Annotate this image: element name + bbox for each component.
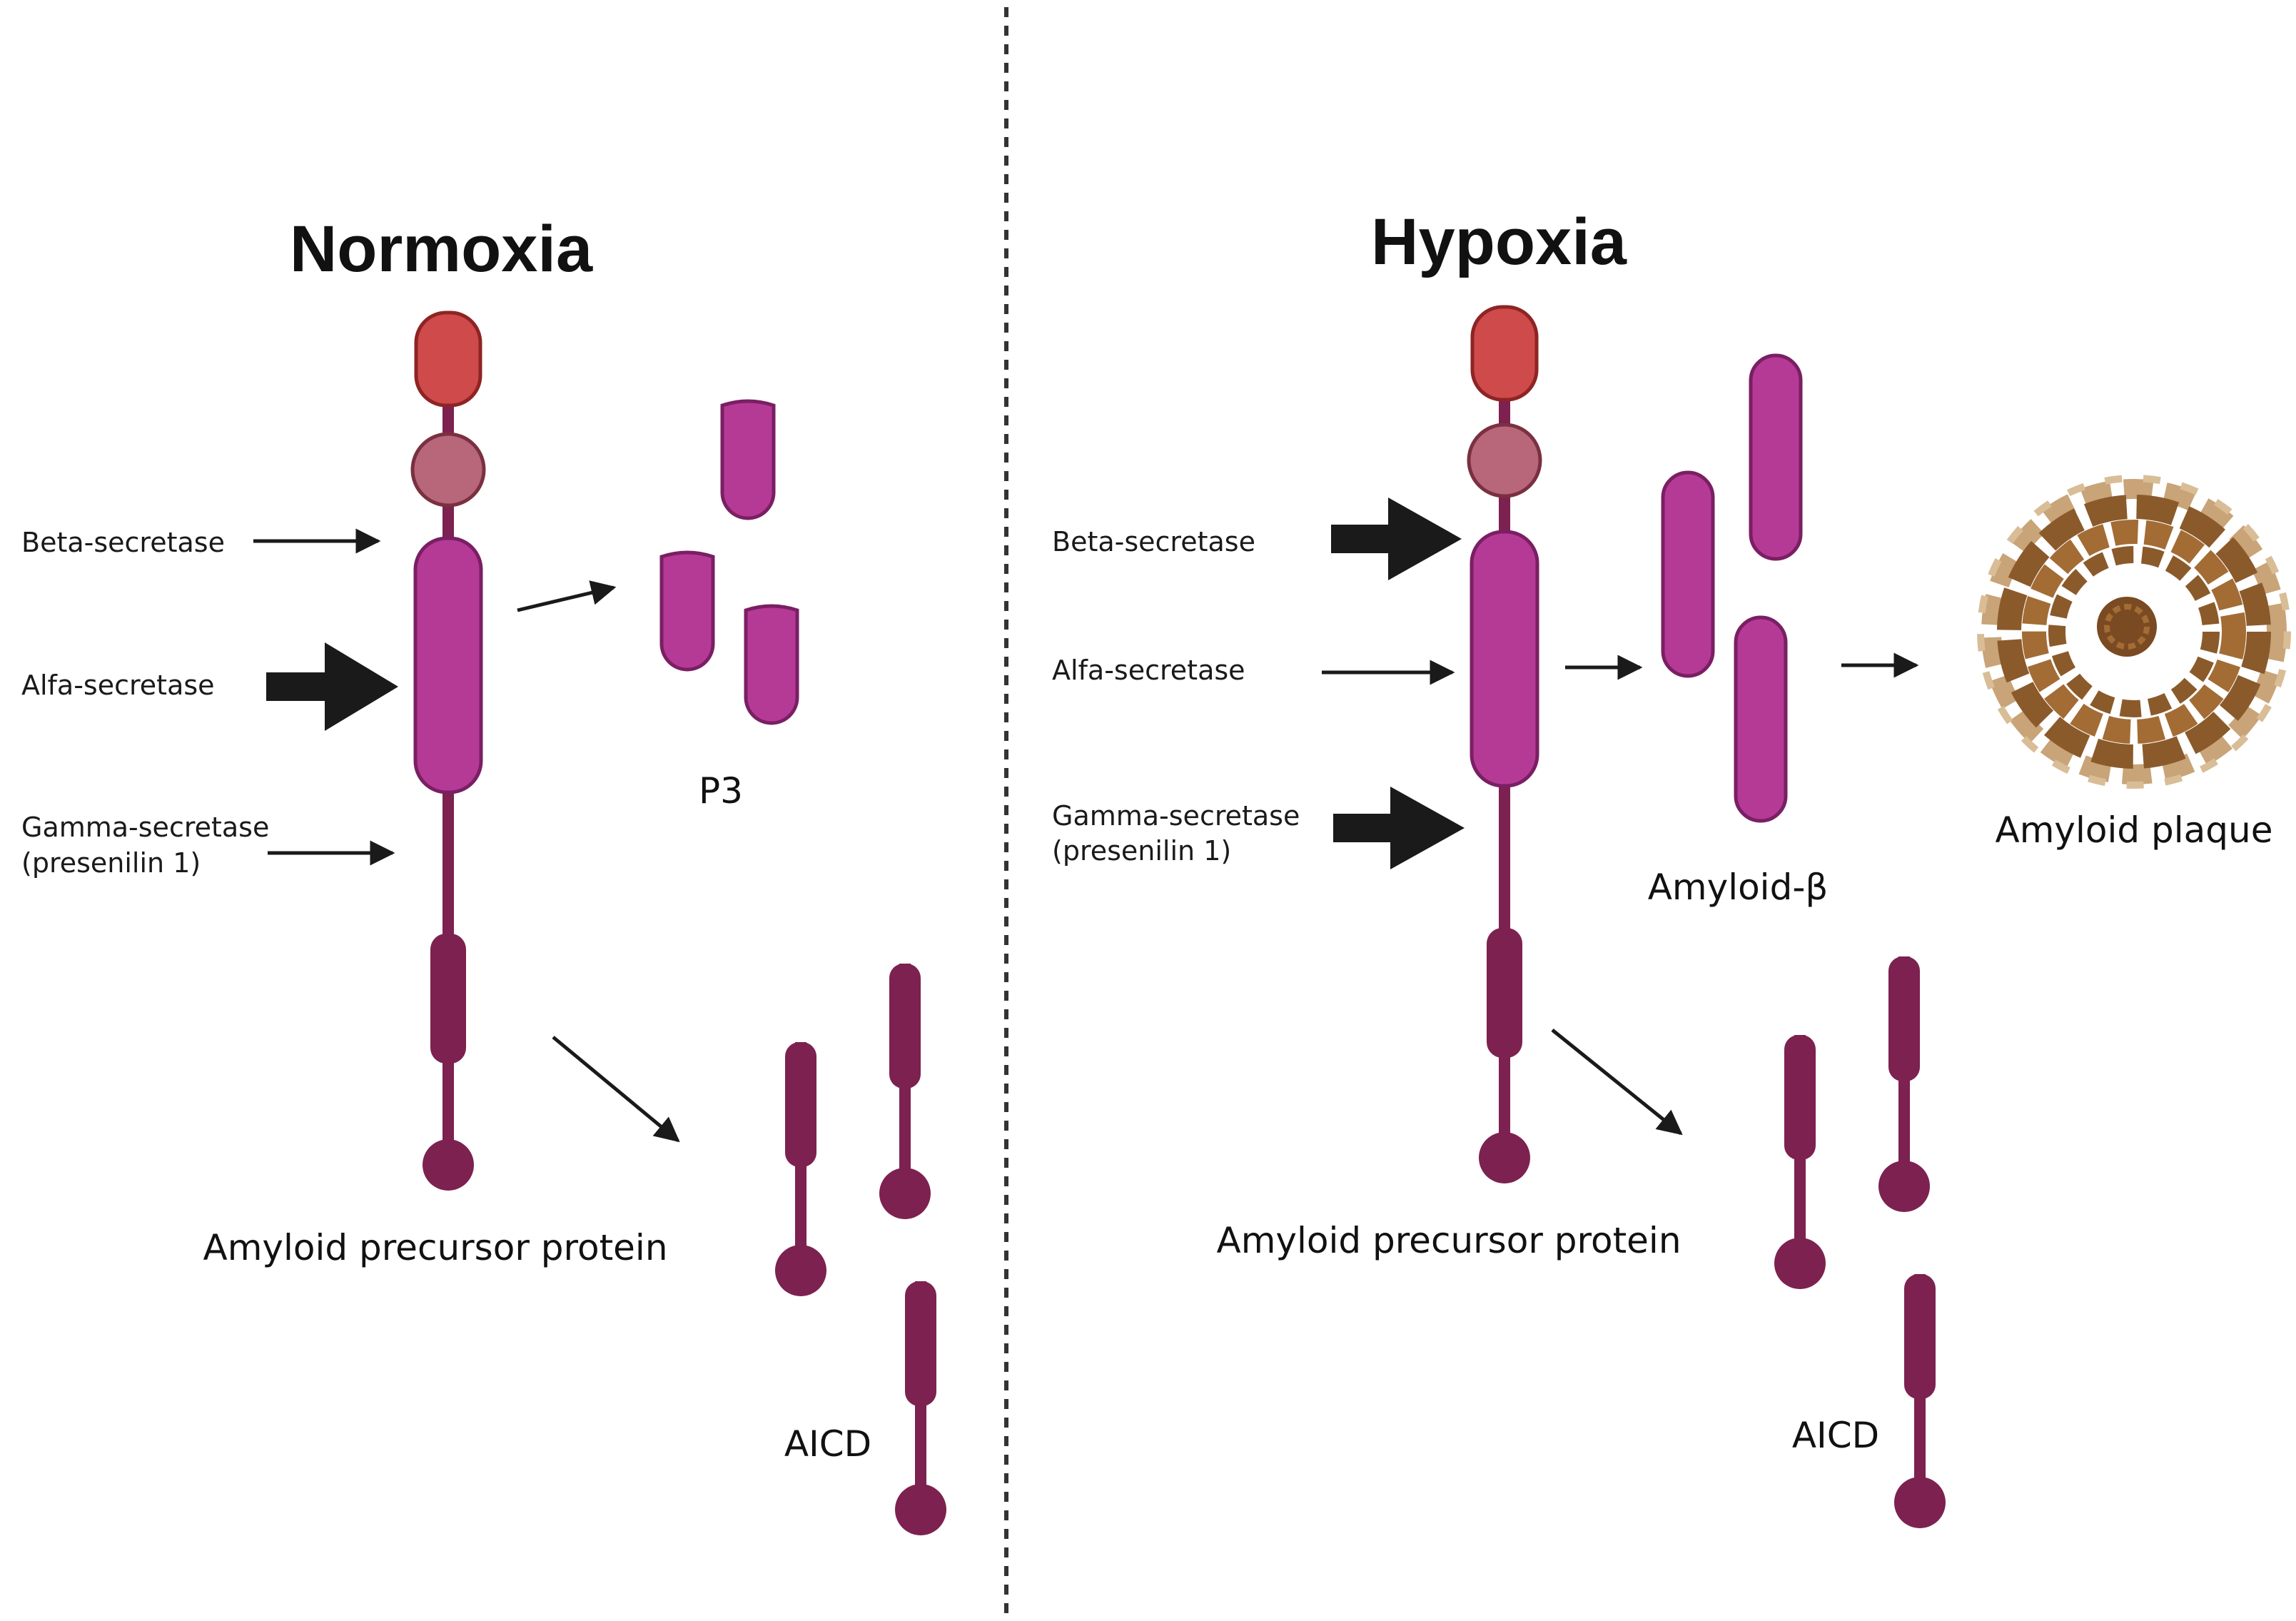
normoxia-panel: Normoxia Beta-secretase Alfa-secretase G… — [21, 213, 946, 1535]
alfa-secretase-arrow — [266, 642, 398, 731]
to-p3-arrow — [517, 580, 617, 612]
aicd-fragment — [1878, 956, 1930, 1212]
p3-fragment — [744, 604, 799, 725]
aicd-fragments — [1774, 956, 1946, 1528]
beta-secretase-arrow — [1331, 498, 1462, 580]
app-protein-hypoxia — [1467, 305, 1542, 1183]
amyloid-beta-fragments — [1661, 353, 1803, 823]
amyloid-beta-fragment — [1661, 470, 1715, 678]
c-terminal-knob — [423, 1139, 474, 1191]
aicd-label: AICD — [784, 1423, 871, 1465]
presenilin-label: (presenilin 1) — [1052, 835, 1231, 867]
app-label: Amyloid precursor protein — [1216, 1220, 1681, 1261]
to-aicd-arrow — [1551, 1029, 1683, 1136]
p3-fragment — [720, 399, 776, 520]
intracellular-domain — [430, 934, 466, 1064]
n-terminal-domain — [414, 310, 482, 408]
alfa-secretase-label: Alfa-secretase — [1052, 655, 1245, 686]
beta-secretase-label: Beta-secretase — [21, 527, 225, 558]
panel-title-normoxia: Normoxia — [290, 213, 593, 286]
gamma-secretase-label: Gamma-secretase — [21, 812, 269, 843]
middle-domain — [1467, 423, 1542, 498]
amyloid-beta-domain — [1470, 530, 1539, 788]
p3-label: P3 — [699, 770, 743, 812]
amyloid-plaque-label: Amyloid plaque — [1996, 809, 2273, 851]
app-protein-normoxia — [410, 310, 486, 1191]
p3-fragment — [659, 550, 715, 672]
amyloid-beta-fragment — [1734, 615, 1788, 823]
amyloid-beta-domain — [413, 536, 483, 794]
beta-secretase-label: Beta-secretase — [1052, 526, 1255, 557]
presenilin-label: (presenilin 1) — [21, 847, 201, 879]
middle-domain — [410, 432, 486, 507]
intracellular-domain — [1487, 928, 1522, 1058]
aicd-fragment — [1774, 1035, 1826, 1289]
p3-fragments — [659, 399, 799, 725]
amyloid-plaque — [1977, 475, 2291, 789]
to-aicd-arrow — [552, 1036, 680, 1143]
aicd-fragment — [895, 1281, 946, 1535]
app-label: Amyloid precursor protein — [203, 1227, 667, 1268]
aicd-fragment — [1894, 1274, 1946, 1528]
aicd-label: AICD — [1792, 1415, 1879, 1456]
alfa-secretase-label: Alfa-secretase — [21, 670, 215, 701]
n-terminal-domain — [1470, 305, 1539, 402]
aicd-fragment — [879, 964, 931, 1219]
gamma-secretase-arrow — [1333, 787, 1465, 869]
panel-title-hypoxia: Hypoxia — [1371, 206, 1627, 278]
aicd-fragments — [775, 964, 946, 1535]
amyloid-beta-label: Amyloid-β — [1648, 867, 1829, 908]
amyloid-beta-fragment — [1749, 353, 1803, 561]
hypoxia-panel: Hypoxia Beta-secretase Alfa-secretase Ga… — [1052, 206, 2291, 1528]
aicd-fragment — [775, 1042, 826, 1296]
gamma-secretase-label: Gamma-secretase — [1052, 800, 1300, 832]
c-terminal-knob — [1479, 1132, 1530, 1183]
